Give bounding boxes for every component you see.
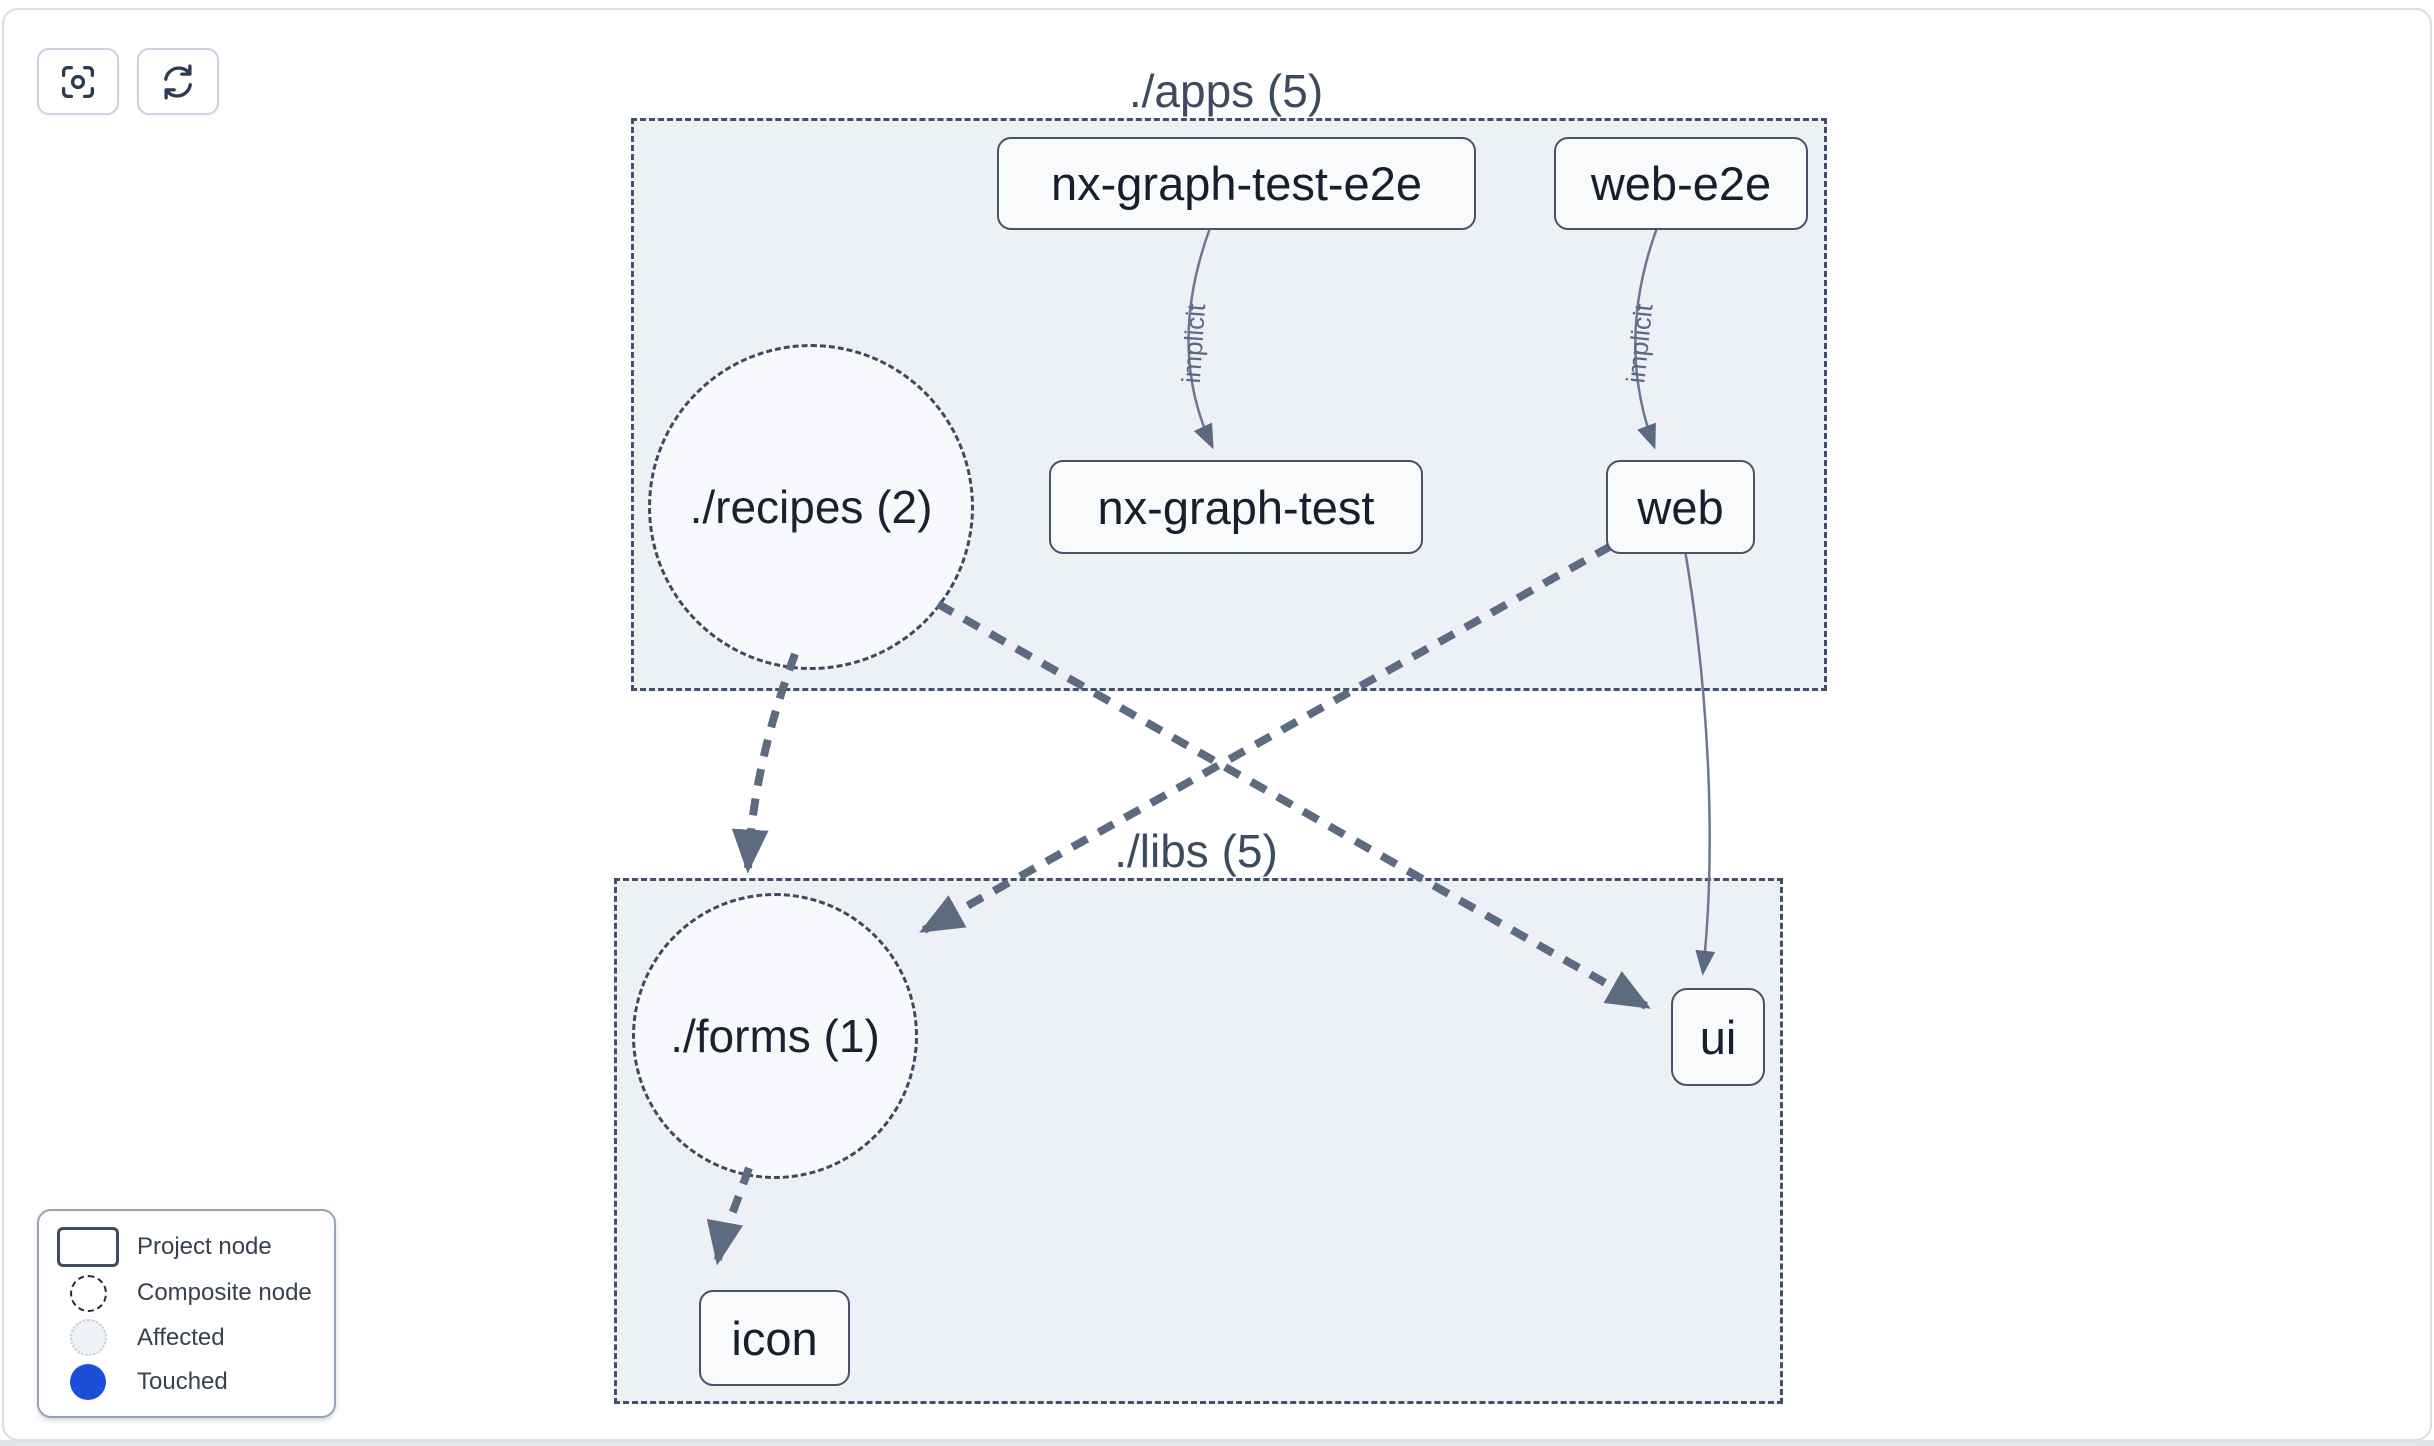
graph-legend: Project node Composite node Affected Tou… (37, 1209, 336, 1418)
project-node-nx-graph-test-e2e[interactable]: nx-graph-test-e2e (997, 137, 1476, 230)
composite-node-marker-icon (55, 1274, 121, 1312)
legend-label: Touched (137, 1368, 228, 1396)
touched-marker-icon (55, 1364, 121, 1401)
focus-icon (57, 61, 99, 103)
refresh-icon (157, 61, 199, 103)
group-apps-title: ./apps (5) (1128, 65, 1324, 117)
project-node-web[interactable]: web (1606, 460, 1755, 554)
project-node-icon[interactable]: icon (699, 1290, 850, 1386)
group-libs-title: ./libs (5) (1114, 825, 1278, 877)
project-node-nx-graph-test[interactable]: nx-graph-test (1049, 460, 1423, 554)
affected-marker-icon (55, 1319, 121, 1357)
legend-row-touched: Touched (55, 1364, 318, 1401)
legend-row-affected: Affected (55, 1319, 318, 1357)
legend-label: Affected (137, 1323, 225, 1351)
legend-label: Project node (137, 1232, 272, 1260)
graph-toolbar (37, 48, 219, 115)
page-bottom-strip (0, 1440, 2434, 1446)
composite-node-forms[interactable]: ./forms (1) (632, 893, 918, 1179)
project-node-marker-icon (55, 1226, 121, 1267)
focus-button[interactable] (37, 48, 119, 115)
legend-row-composite-node: Composite node (55, 1274, 318, 1312)
legend-label: Composite node (137, 1279, 312, 1307)
nx-graph-canvas: ./apps (5) ./libs (5) ./recipes (2) ./fo… (2, 8, 2432, 1441)
project-node-ui[interactable]: ui (1671, 988, 1765, 1086)
legend-row-project-node: Project node (55, 1226, 318, 1267)
refresh-button[interactable] (137, 48, 219, 115)
project-node-web-e2e[interactable]: web-e2e (1554, 137, 1808, 230)
composite-node-recipes[interactable]: ./recipes (2) (648, 344, 974, 670)
